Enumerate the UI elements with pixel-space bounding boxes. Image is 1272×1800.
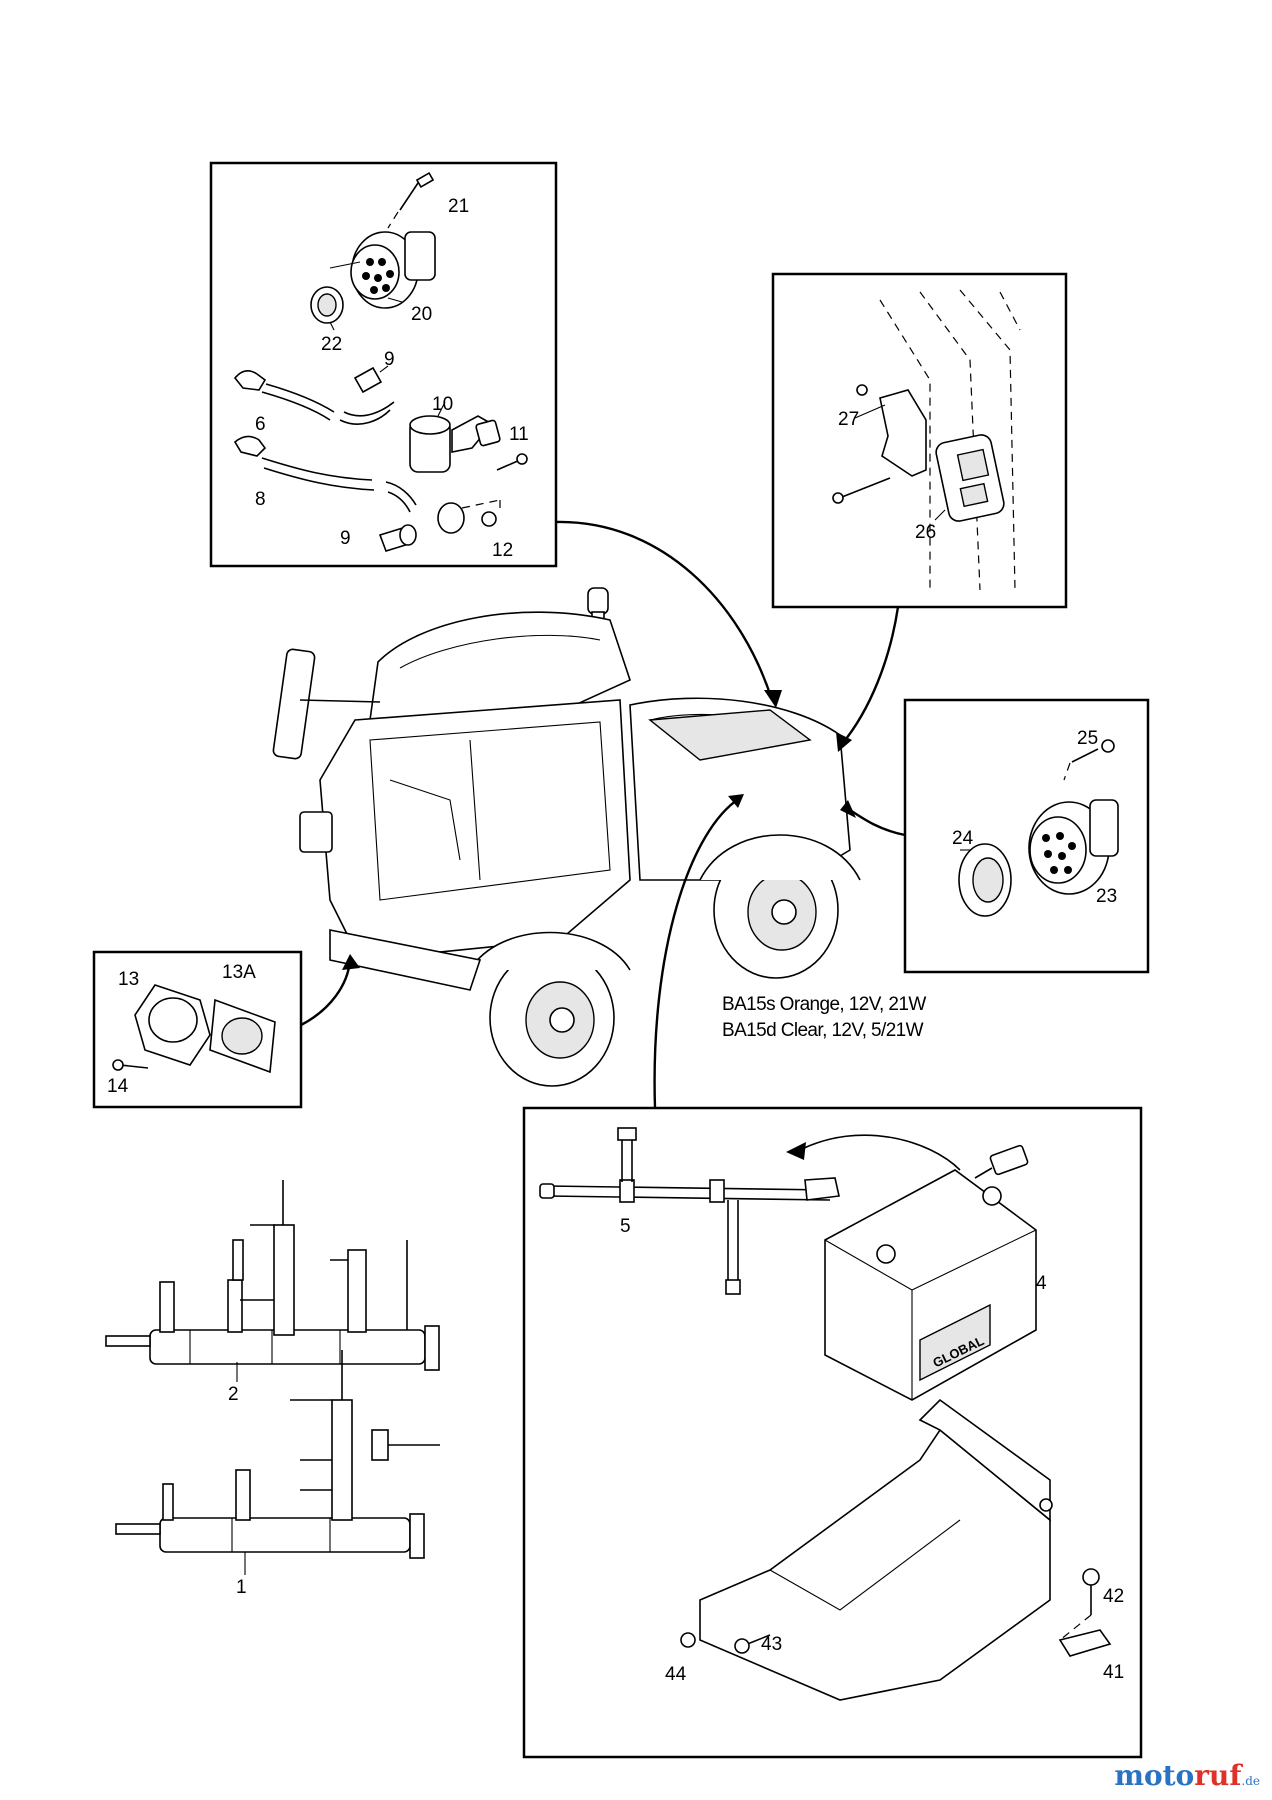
callout-13: 13 [118, 969, 139, 990]
watermark-part2: ruf [1194, 1759, 1242, 1792]
detail-box-socket: 25 24 23 [903, 698, 1150, 974]
wiring-harness-2: 2 [105, 1180, 440, 1405]
detail-box-trailer-socket: 13 13A 14 [92, 950, 303, 1109]
callout-9-bottom: 9 [340, 528, 351, 549]
watermark-part1: moto [1114, 1759, 1195, 1792]
vehicle-illustration [272, 587, 861, 1087]
callout-44: 44 [665, 1664, 687, 1685]
callout-43: 43 [761, 1634, 782, 1655]
detail-box-switch: 21 20 22 9 10 6 11 8 9 12 [209, 161, 558, 568]
callout-27: 27 [838, 409, 859, 430]
callout-6: 6 [255, 414, 266, 435]
callout-10: 10 [432, 394, 453, 415]
callout-26: 26 [915, 522, 936, 543]
callout-11: 11 [509, 424, 529, 445]
callout-42: 42 [1103, 1586, 1124, 1607]
callout-5: 5 [620, 1216, 631, 1237]
watermark-logo: motoruf.de [1114, 1759, 1260, 1792]
wiring-harness-1: 1 [115, 1350, 440, 1598]
callout-1: 1 [236, 1577, 247, 1598]
callout-22: 22 [321, 334, 342, 355]
detail-box-battery: GLOBAL 5 4 42 41 43 44 [522, 1106, 1143, 1759]
connector-arrows [300, 520, 906, 1109]
callout-25: 25 [1077, 728, 1098, 749]
callout-24: 24 [952, 828, 974, 849]
callout-9-top: 9 [384, 349, 395, 370]
callout-14: 14 [107, 1076, 129, 1097]
callout-2: 2 [228, 1384, 239, 1405]
callout-21: 21 [448, 196, 469, 217]
bulb-spec-line-2: BA15d Clear, 12V, 5/21W [722, 1020, 924, 1041]
callout-13a: 13A [222, 962, 256, 983]
bulb-spec-line-1: BA15s Orange, 12V, 21W [722, 994, 926, 1015]
detail-box-lamp: 27 26 [771, 272, 1068, 609]
callout-12: 12 [492, 540, 513, 561]
watermark-tld: .de [1241, 1774, 1260, 1788]
callout-20: 20 [411, 304, 432, 325]
callout-23: 23 [1096, 886, 1117, 907]
callout-41: 41 [1103, 1662, 1124, 1683]
callout-8: 8 [255, 489, 266, 510]
callout-4: 4 [1036, 1273, 1047, 1294]
